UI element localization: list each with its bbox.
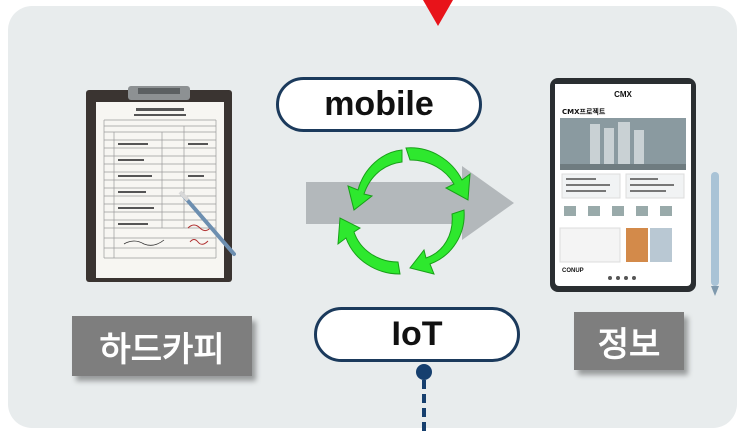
cycle-arrows-icon	[337, 147, 471, 275]
svg-text:CMX: CMX	[614, 90, 632, 99]
flow-arrow-icon	[306, 166, 514, 240]
clipboard-document-icon	[86, 86, 236, 282]
svg-text:CMX프로젝트: CMX프로젝트	[562, 107, 606, 116]
cycle-flow-graphic	[306, 147, 514, 275]
connector-dot-icon	[416, 364, 432, 434]
stylus-icon	[711, 172, 719, 296]
svg-text:CONUP: CONUP	[562, 268, 584, 274]
iot-label: IoT	[314, 307, 520, 362]
mobile-label: mobile	[276, 77, 482, 132]
tablet-icon: CMX CMX프로젝트 CONUP	[550, 78, 696, 292]
hardcopy-label: 하드카피	[72, 316, 252, 376]
info-label: 정보	[574, 312, 684, 370]
top-marker-arrow-icon	[423, 0, 453, 26]
